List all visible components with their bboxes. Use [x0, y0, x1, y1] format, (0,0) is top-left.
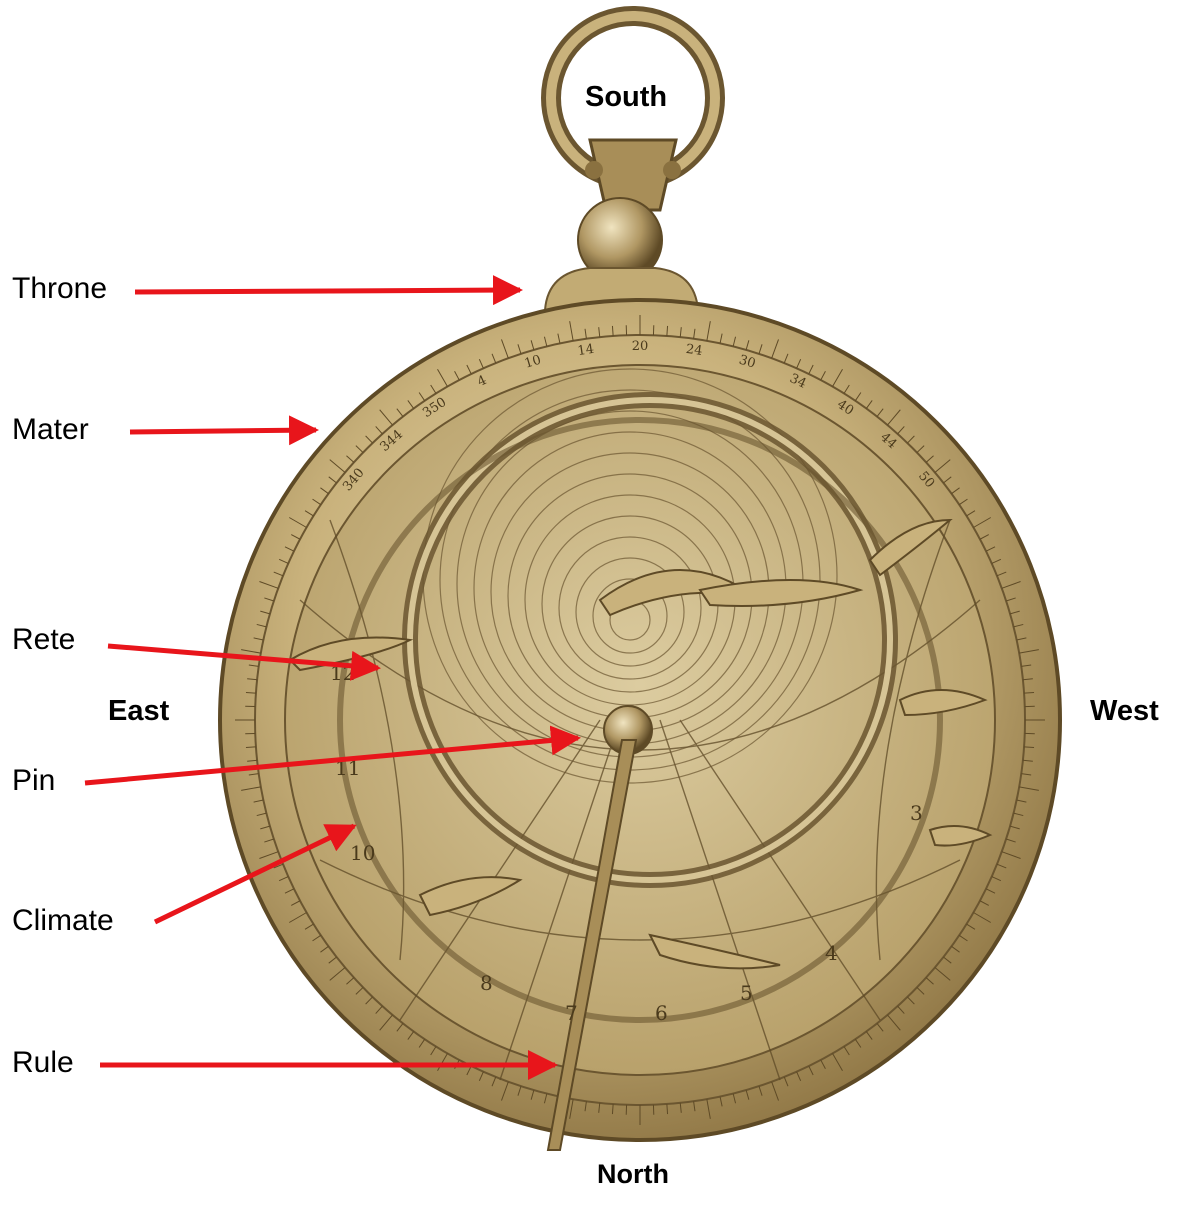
- throne-arrow: [135, 290, 520, 292]
- hour-mark: 7: [565, 1001, 578, 1025]
- rim-number: 14: [577, 342, 596, 359]
- rim-tick: [1024, 747, 1034, 748]
- north-label: North: [597, 1161, 669, 1188]
- hour-mark: 6: [655, 1001, 668, 1025]
- throne-label: Throne: [12, 274, 107, 304]
- rim-tick: [612, 1104, 613, 1114]
- south-label: South: [585, 83, 667, 112]
- rim-number: 24: [685, 342, 704, 359]
- climate-label: Climate: [12, 906, 114, 936]
- rim-tick: [246, 692, 256, 693]
- rete-label: Rete: [12, 625, 75, 655]
- hour-mark: 10: [350, 841, 375, 865]
- hour-mark: 4: [825, 941, 838, 965]
- rim-tick: [246, 747, 256, 748]
- west-label: West: [1090, 697, 1159, 726]
- rim-tick: [667, 326, 668, 336]
- east-label: East: [108, 697, 169, 726]
- mater-label: Mater: [12, 415, 89, 445]
- pin-label: Pin: [12, 766, 55, 796]
- rim-number: 20: [632, 339, 649, 354]
- hour-mark: 5: [740, 981, 753, 1005]
- rim-tick: [1024, 692, 1034, 693]
- rim-tick: [667, 1104, 668, 1114]
- rim-tick: [612, 326, 613, 336]
- hour-mark: 8: [480, 971, 493, 995]
- hour-mark: 3: [910, 801, 923, 825]
- rule-label: Rule: [12, 1048, 74, 1078]
- mater-arrow: [130, 430, 316, 432]
